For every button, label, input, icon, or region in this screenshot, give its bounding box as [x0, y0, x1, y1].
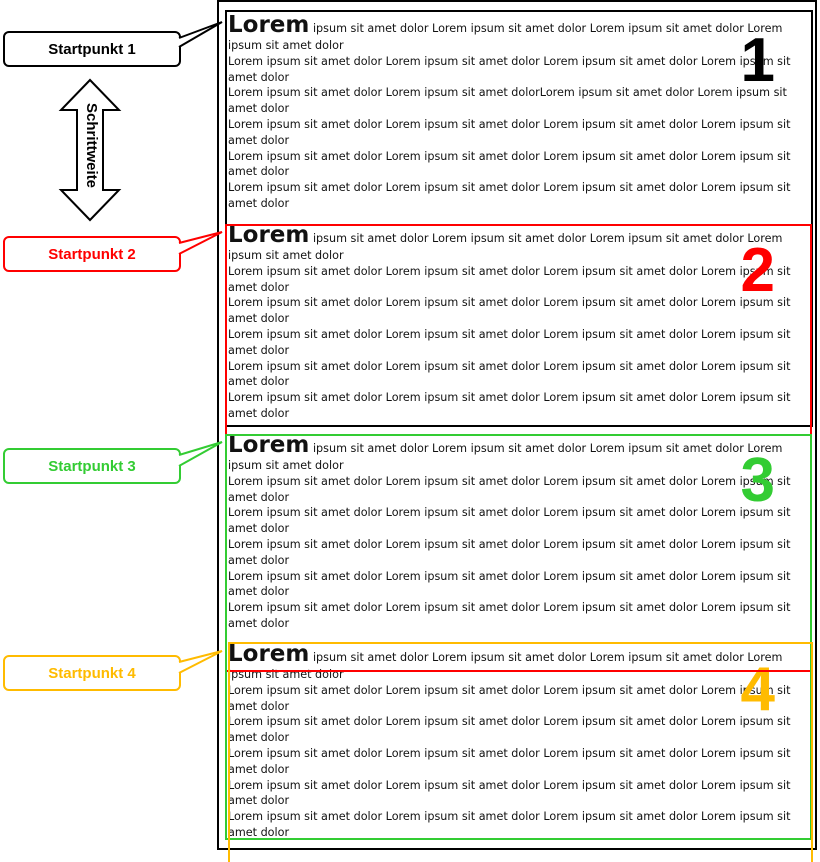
- window-frame-4: [228, 642, 813, 862]
- callout-label: Startpunkt 3: [48, 457, 136, 475]
- first-line-text: ipsum sit amet dolor Lorem ipsum sit ame…: [228, 22, 783, 52]
- text-line: Lorem ipsum sit amet dolor Lorem ipsum s…: [228, 181, 791, 210]
- block-number-2: 2: [740, 236, 775, 305]
- block-number-3: 3: [740, 446, 775, 515]
- block-first-line: Lorem ipsum sit amet dolor Lorem ipsum s…: [228, 432, 813, 474]
- first-line-text: ipsum sit amet dolor Lorem ipsum sit ame…: [228, 442, 783, 472]
- callout-pointer-2: [178, 231, 223, 255]
- text-line: Lorem ipsum sit amet dolor Lorem ipsum s…: [228, 149, 791, 179]
- text-line: Lorem ipsum sit amet dolor Lorem ipsum s…: [228, 683, 791, 713]
- text-line: Lorem ipsum sit amet dolor Lorem ipsum s…: [228, 569, 791, 599]
- text-line: Lorem ipsum sit amet dolor Lorem ipsum s…: [228, 327, 791, 357]
- lorem-heading: Lorem: [228, 12, 310, 38]
- text-line: Lorem ipsum sit amet dolor Lorem ipsum s…: [228, 715, 791, 745]
- lorem-heading: Lorem: [228, 432, 310, 458]
- text-line: Lorem ipsum sit amet dolor Lorem ipsum s…: [228, 296, 791, 326]
- text-block-4: Lorem ipsum sit amet dolor Lorem ipsum s…: [228, 641, 813, 851]
- text-line: Lorem ipsum sit amet dolor Lorem ipsum s…: [228, 264, 791, 294]
- text-line: Lorem ipsum sit amet dolor Lorem ipsum s…: [228, 117, 791, 147]
- step-width-text: Schrittweite: [83, 102, 101, 188]
- text-line: Lorem ipsum sit amet dolor Lorem ipsum s…: [228, 746, 791, 776]
- text-line: Lorem ipsum sit amet dolor Lorem ipsum s…: [228, 506, 791, 536]
- block-number-1: 1: [740, 26, 775, 95]
- text-line: Lorem ipsum sit amet dolor Lorem ipsum s…: [228, 601, 791, 630]
- startpunkt-3-callout: Startpunkt 3: [3, 448, 181, 484]
- callout-label: Startpunkt 4: [48, 664, 136, 682]
- lorem-heading: Lorem: [228, 222, 310, 248]
- window-frame-1: [225, 10, 813, 427]
- text-block-3: Lorem ipsum sit amet dolor Lorem ipsum s…: [228, 432, 813, 642]
- text-line: Lorem ipsum sit amet dolor Lorem ipsum s…: [228, 359, 791, 389]
- step-width-label: Schrittweite: [68, 100, 116, 190]
- startpunkt-4-callout: Startpunkt 4: [3, 655, 181, 691]
- lorem-heading: Lorem: [228, 641, 310, 667]
- text-line: Lorem ipsum sit amet dolor Lorem ipsum s…: [228, 778, 791, 808]
- block-first-line: Lorem ipsum sit amet dolor Lorem ipsum s…: [228, 222, 813, 264]
- callout-pointer-1: [178, 21, 223, 48]
- callout-label: Startpunkt 1: [48, 40, 136, 58]
- text-line: Lorem ipsum sit amet dolor Lorem ipsum s…: [228, 537, 791, 567]
- text-line: Lorem ipsum sit amet dolor Lorem ipsum s…: [228, 86, 787, 116]
- callout-pointer-3: [178, 441, 223, 467]
- text-line: Lorem ipsum sit amet dolor Lorem ipsum s…: [228, 474, 791, 504]
- window-frame-3: [225, 434, 812, 840]
- text-block-2: Lorem ipsum sit amet dolor Lorem ipsum s…: [228, 222, 813, 432]
- callout-pointer-4: [178, 650, 223, 674]
- text-line: Lorem ipsum sit amet dolor Lorem ipsum s…: [228, 54, 791, 84]
- text-line: Lorem ipsum sit amet dolor Lorem ipsum s…: [228, 391, 791, 420]
- startpunkt-1-callout: Startpunkt 1: [3, 31, 181, 67]
- document-page: [217, 0, 817, 850]
- block-first-line: Lorem ipsum sit amet dolor Lorem ipsum s…: [228, 12, 813, 54]
- first-line-text: ipsum sit amet dolor Lorem ipsum sit ame…: [228, 232, 783, 262]
- text-block-1: Lorem ipsum sit amet dolor Lorem ipsum s…: [228, 12, 813, 222]
- block-number-4: 4: [740, 655, 775, 724]
- callout-label: Startpunkt 2: [48, 245, 136, 263]
- startpunkt-2-callout: Startpunkt 2: [3, 236, 181, 272]
- text-line: Lorem ipsum sit amet dolor Lorem ipsum s…: [228, 810, 791, 839]
